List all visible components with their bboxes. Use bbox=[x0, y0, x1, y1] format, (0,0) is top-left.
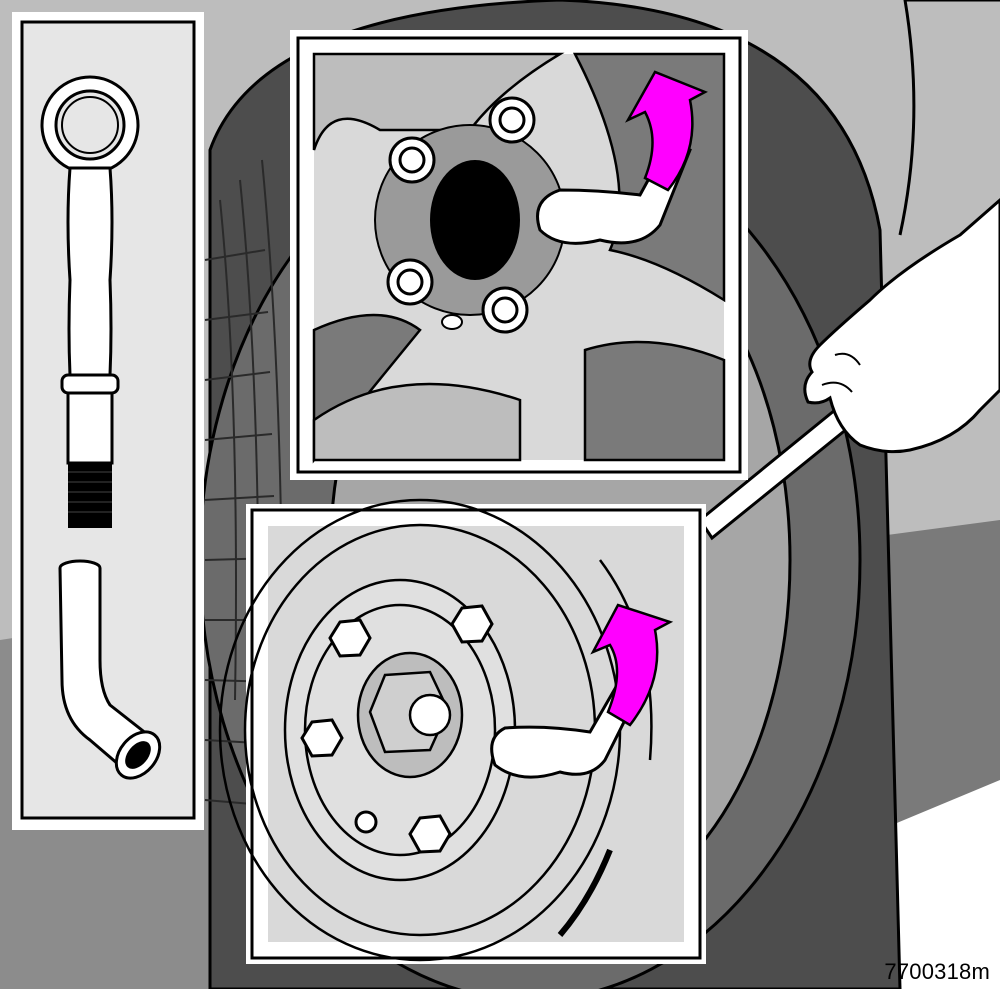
rotate-arrow-icon bbox=[624, 70, 708, 192]
lug-nut-icon bbox=[300, 604, 494, 854]
socket-extension-icon bbox=[58, 559, 162, 780]
hand bbox=[803, 198, 1000, 454]
steel-wheel-inset bbox=[218, 498, 706, 964]
tools-inset bbox=[12, 12, 204, 830]
rotate-arrow-icon bbox=[590, 603, 674, 727]
figure-reference-code: 7700318m bbox=[884, 959, 990, 984]
hand-with-wrench bbox=[697, 0, 1000, 541]
lug-nut-icon bbox=[386, 96, 536, 334]
alloy-wheel-inset bbox=[290, 30, 748, 480]
wheel-wrench-icon bbox=[40, 75, 140, 528]
